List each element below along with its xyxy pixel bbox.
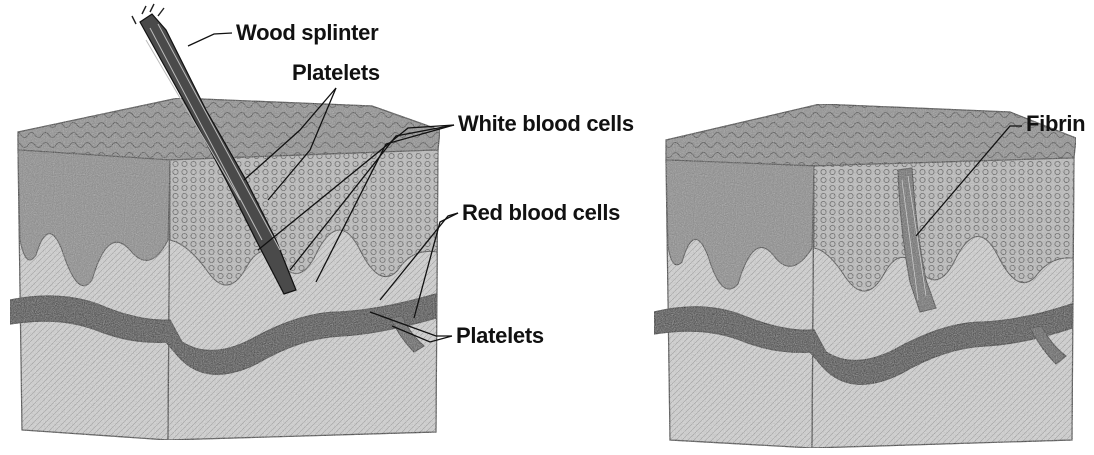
right-skin-block — [654, 104, 1076, 448]
left-epidermis-front — [170, 150, 438, 285]
leader-wood-splinter — [188, 33, 232, 46]
label-red-blood-cells: Red blood cells — [462, 202, 620, 224]
label-platelets-top: Platelets — [292, 62, 380, 84]
label-wood-splinter: Wood splinter — [236, 22, 378, 44]
right-block-top-face — [666, 104, 1076, 166]
label-platelets-bottom: Platelets — [456, 325, 544, 347]
right-epidermis-front — [814, 158, 1074, 291]
label-fibrin: Fibrin — [1026, 113, 1085, 135]
label-white-blood-cells: White blood cells — [458, 113, 634, 135]
